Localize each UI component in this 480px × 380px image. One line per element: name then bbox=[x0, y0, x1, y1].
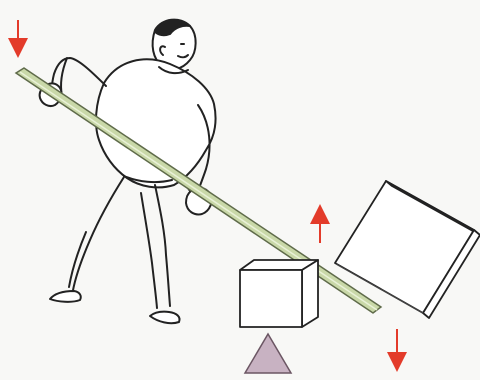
small-cube-block bbox=[240, 260, 318, 327]
triangle-fulcrum bbox=[245, 334, 291, 373]
person-pushing-lever bbox=[40, 20, 216, 324]
